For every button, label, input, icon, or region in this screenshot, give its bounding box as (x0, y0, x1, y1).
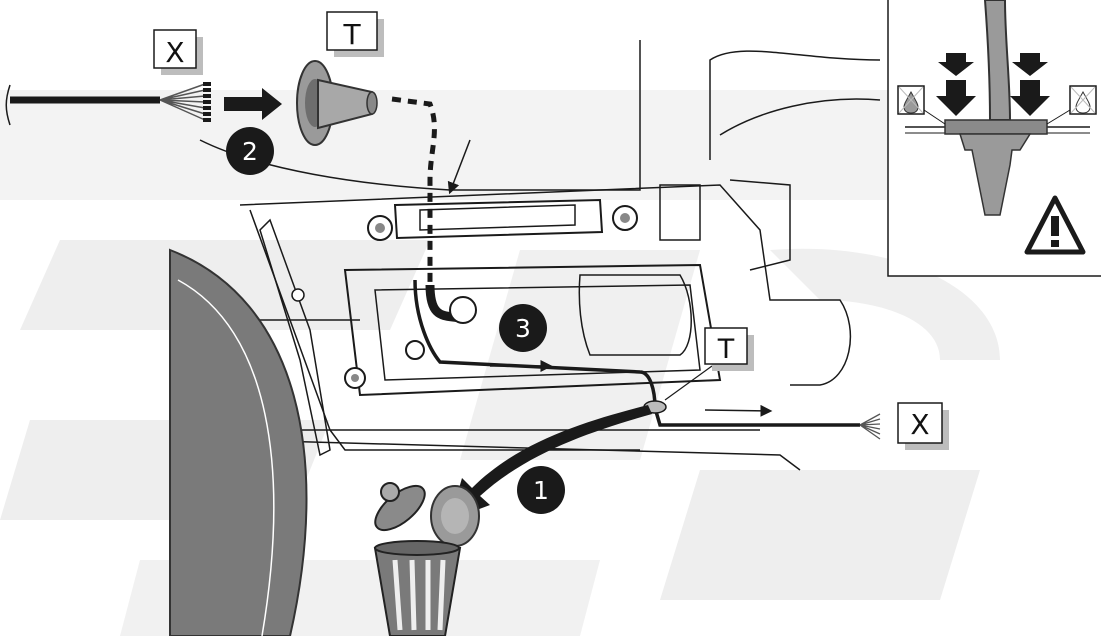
mounting-bolt-right (612, 205, 638, 231)
water-drop-crossed-icon (897, 85, 946, 125)
step-number: 3 (515, 314, 531, 343)
removed-plug (430, 485, 480, 547)
mounting-bolt-left (367, 215, 393, 241)
wire-harness-top (5, 82, 211, 126)
mounting-bolt-small (291, 288, 305, 302)
label-box-x-right: X (897, 402, 949, 450)
step-number: 2 (242, 137, 258, 166)
water-drop-crossed-icon (1046, 85, 1097, 125)
label-x-text: X (910, 408, 929, 441)
routing-path-dashed (391, 96, 437, 285)
label-box-t-right: T (704, 327, 754, 371)
step-badge-3: 3 (499, 304, 547, 352)
step-badge-1: 1 (517, 466, 565, 514)
warning-triangle-icon (1024, 195, 1086, 255)
label-box-x-top: X (153, 29, 203, 75)
label-t-text: T (717, 334, 735, 365)
step-number: 1 (533, 476, 549, 505)
insert-arrow (224, 88, 282, 120)
label-t-text: T (342, 18, 361, 51)
inset-detail-panel (887, 0, 1101, 277)
step-badge-2: 2 (226, 127, 274, 175)
label-x-text: X (165, 36, 184, 69)
mounting-bolt-lower (344, 367, 366, 389)
trash-bin-icon (373, 482, 462, 636)
grommet-top (296, 60, 378, 146)
label-box-t-top: T (326, 11, 384, 57)
